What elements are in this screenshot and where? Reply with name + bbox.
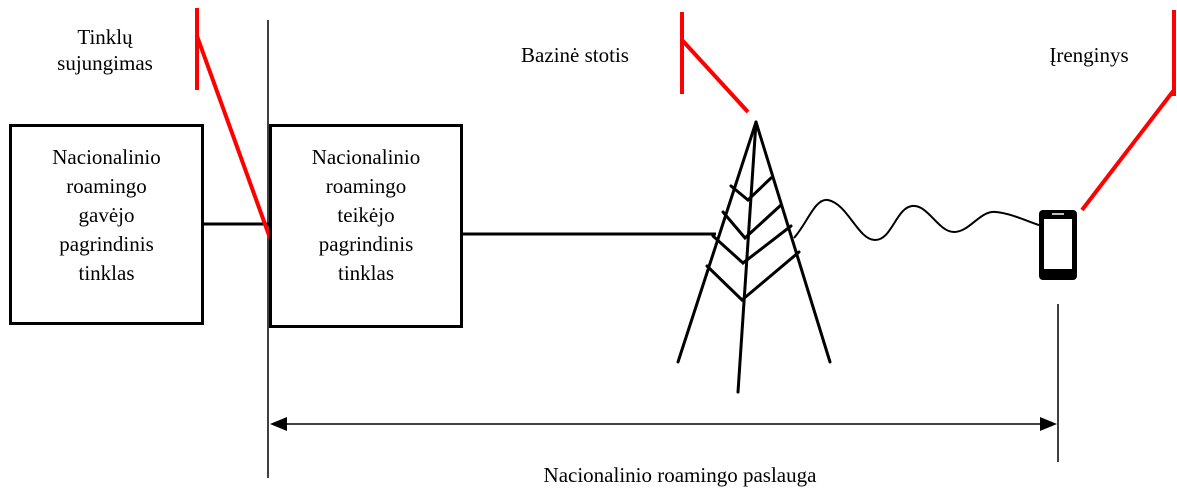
interconnect-label-line-2: sujungimas <box>57 51 153 75</box>
device-callout-pointer <box>1080 88 1176 212</box>
mobile-phone-icon <box>1039 210 1077 280</box>
receiver-box-line-4: pagrindinis <box>59 232 154 256</box>
interconnect-callout-pointer <box>195 35 272 239</box>
receiver-box-line-2: roamingo <box>66 174 147 198</box>
interconnect-label-line-1: Tinklų <box>77 25 133 49</box>
base-station-label: Bazinė stotis <box>521 43 629 67</box>
device-label: Įrenginys <box>1049 43 1129 67</box>
wireless-signal-wave <box>793 198 1043 242</box>
provider-box-line-5: tinklas <box>338 261 394 285</box>
provider-core-network-box: Nacionalinio roamingo teikėjo pagrindini… <box>269 124 463 328</box>
cell-tower-icon <box>676 120 832 394</box>
provider-box-line-1: Nacionalinio <box>311 145 421 169</box>
provider-box-line-3: teikėjo <box>337 203 395 227</box>
receiver-box-line-1: Nacionalinio <box>52 145 161 169</box>
receiver-box-line-5: tinklas <box>78 261 135 285</box>
service-label: Nacionalinio roamingo paslauga <box>543 463 817 487</box>
service-span-arrow <box>270 417 1057 431</box>
receiver-core-network-box: Nacionalinio roamingo gavėjo pagrindinis… <box>9 124 204 325</box>
provider-box-line-2: roamingo <box>325 174 407 198</box>
base-station-callout-pointer <box>680 38 750 114</box>
interconnect-label: Tinklų sujungimas <box>40 24 170 76</box>
receiver-box-line-3: gavėjo <box>78 203 135 227</box>
provider-box-line-4: pagrindinis <box>318 232 414 256</box>
